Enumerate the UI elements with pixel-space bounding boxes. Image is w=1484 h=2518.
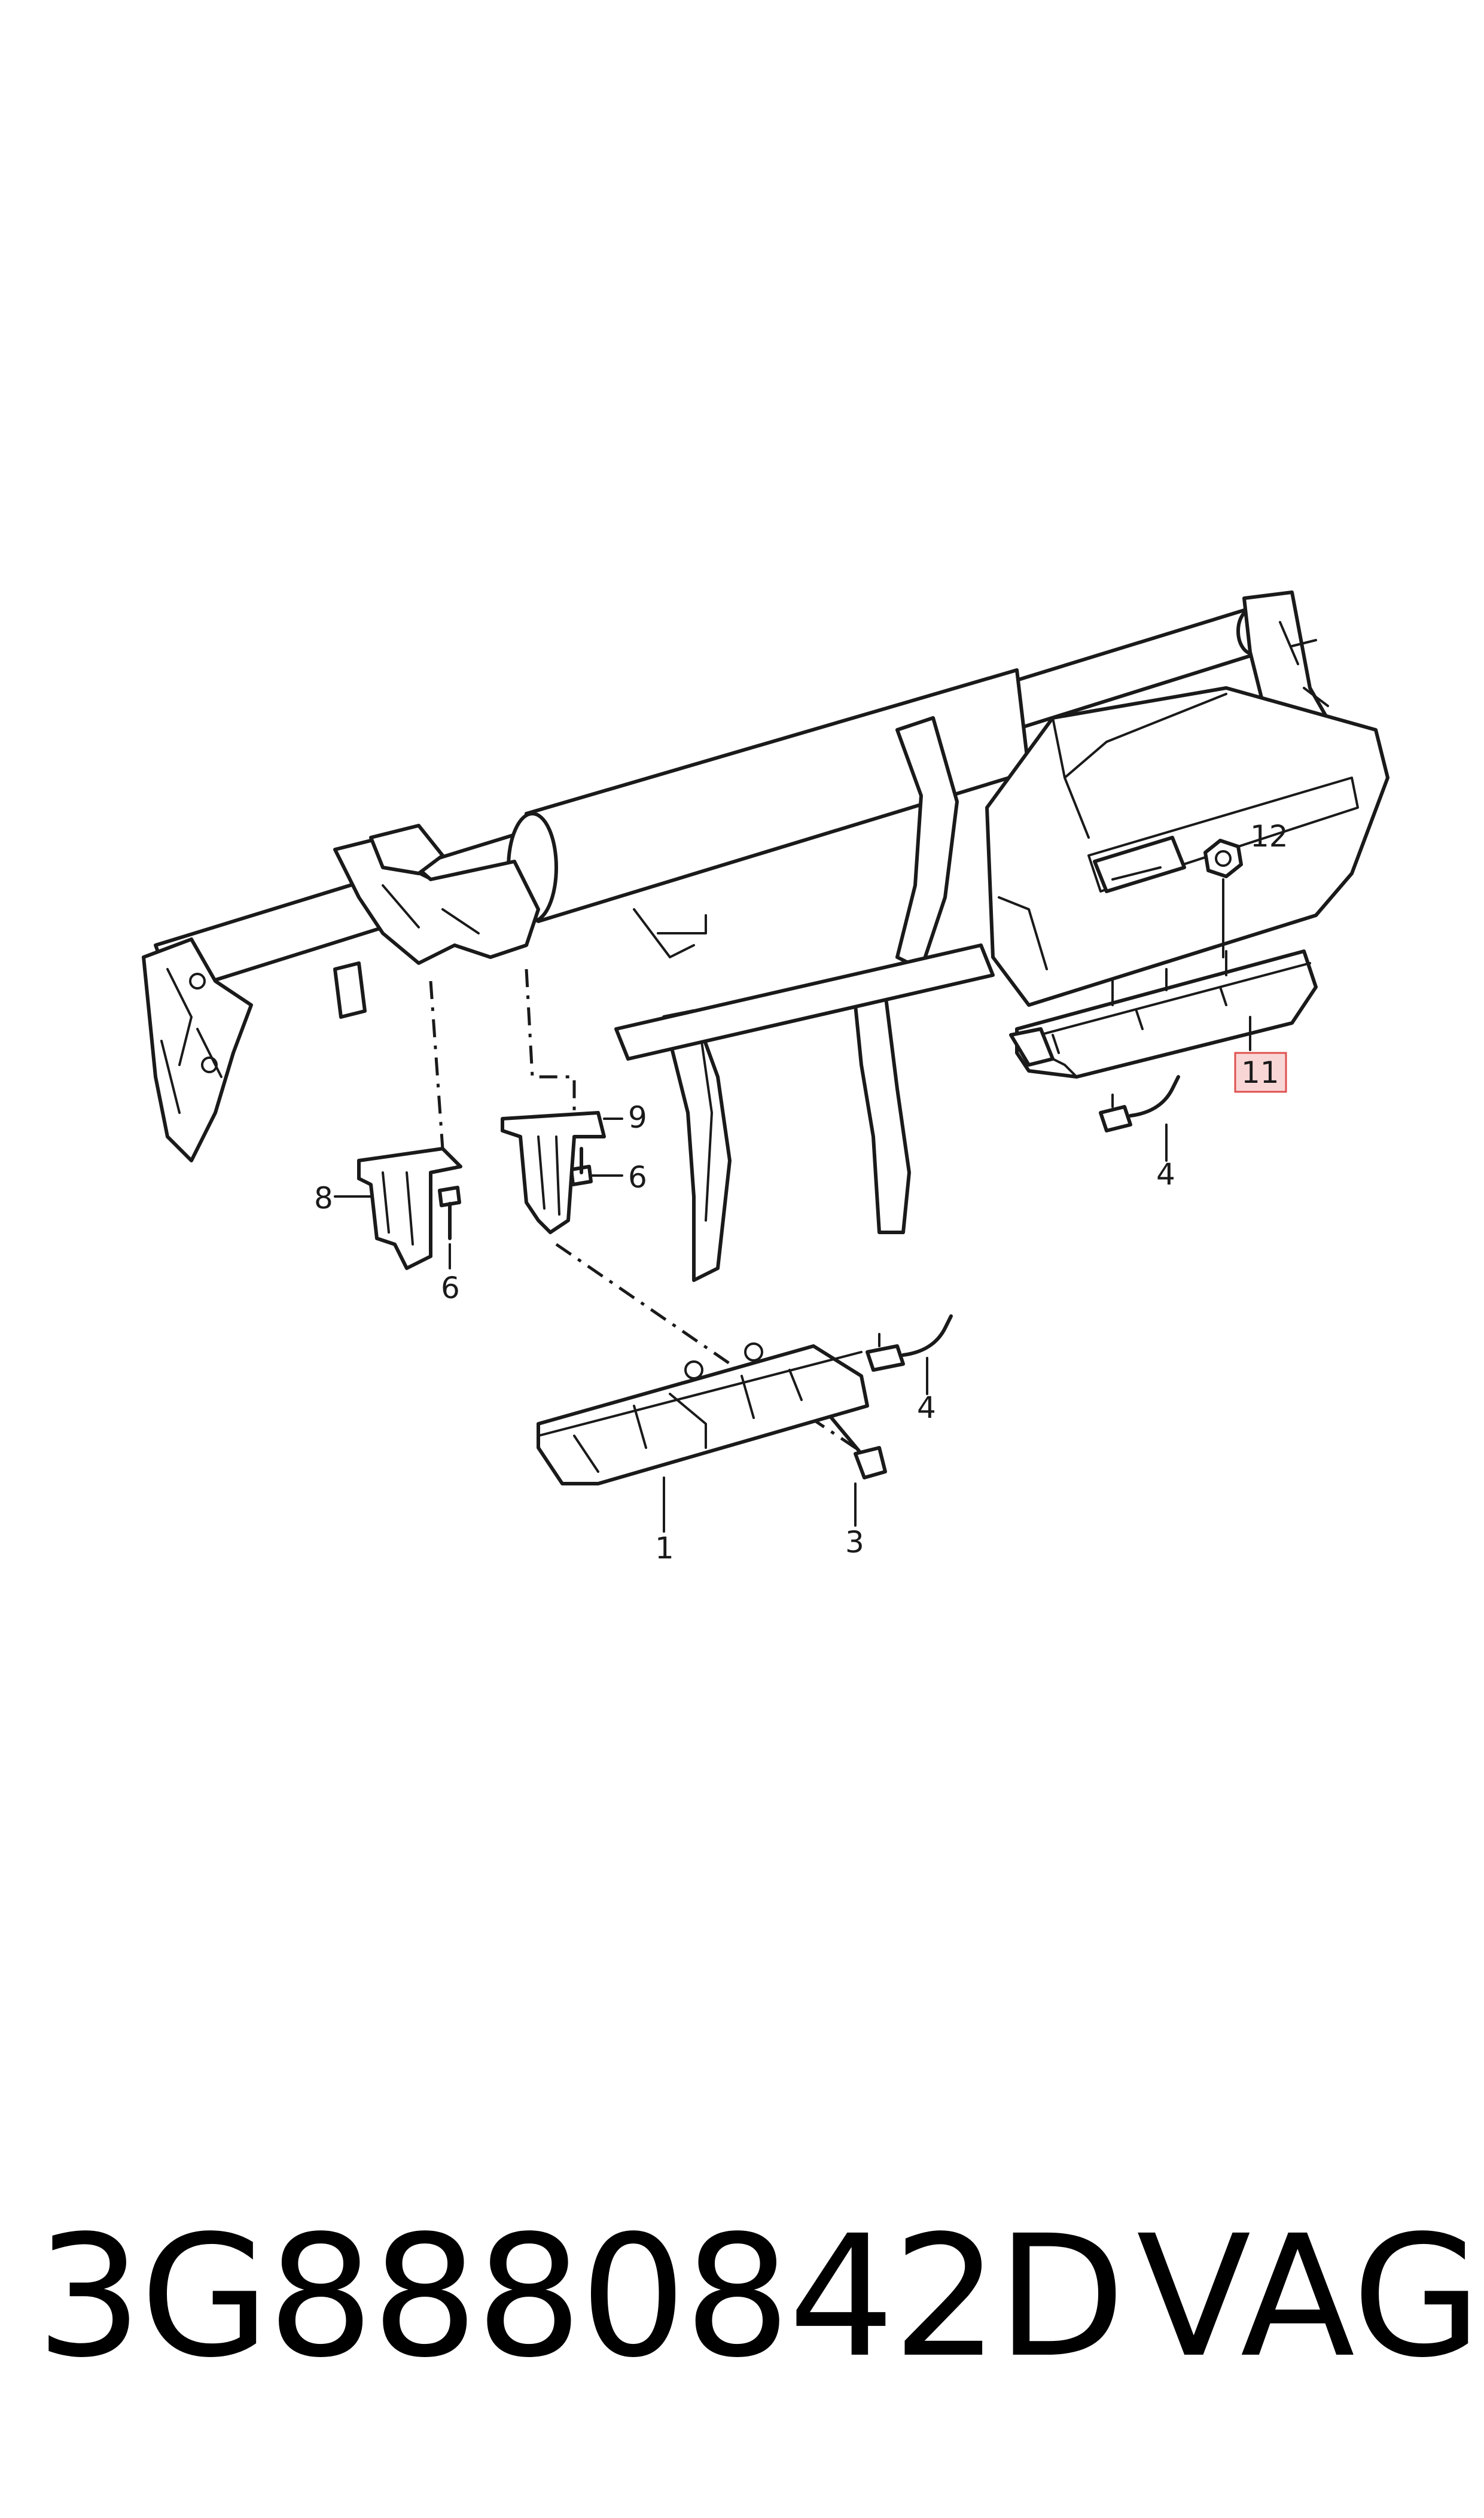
part-number-label: 3G8880842D (36, 2200, 1126, 2395)
callout-1[interactable]: 1 (655, 1531, 674, 1566)
cross-car-beam (142, 590, 1389, 1282)
part-4-connector-upper (1099, 1075, 1180, 1162)
part-11-airbag-module (1009, 949, 1318, 1079)
part-4-connector-lower (866, 1314, 953, 1395)
part-6-bolt-right (569, 1147, 623, 1186)
part-9-bracket (501, 1111, 623, 1234)
brand-label: VAG (1136, 2200, 1482, 2395)
callout-11[interactable]: 11 (1241, 1055, 1279, 1090)
part-1-airbag-module (537, 1342, 869, 1533)
callout-9[interactable]: 9 (628, 1100, 647, 1135)
callout-11-highlight (1234, 1052, 1287, 1093)
part-12-nut (1203, 839, 1243, 958)
callouts: 12 11 4 9 6 8 6 4 1 3 (314, 819, 1288, 1566)
callout-12[interactable]: 12 (1250, 819, 1288, 854)
part-3-bolt (830, 1416, 887, 1527)
callout-4-lower[interactable]: 4 (917, 1390, 936, 1425)
callout-6-left[interactable]: 6 (441, 1271, 460, 1305)
callout-3[interactable]: 3 (845, 1525, 864, 1560)
callout-8[interactable]: 8 (314, 1181, 333, 1216)
callout-6-right[interactable]: 6 (628, 1160, 647, 1195)
part-8-bracket (334, 1147, 462, 1270)
part-6-bolt-left (438, 1186, 461, 1269)
callout-4-upper[interactable]: 4 (1156, 1157, 1175, 1192)
